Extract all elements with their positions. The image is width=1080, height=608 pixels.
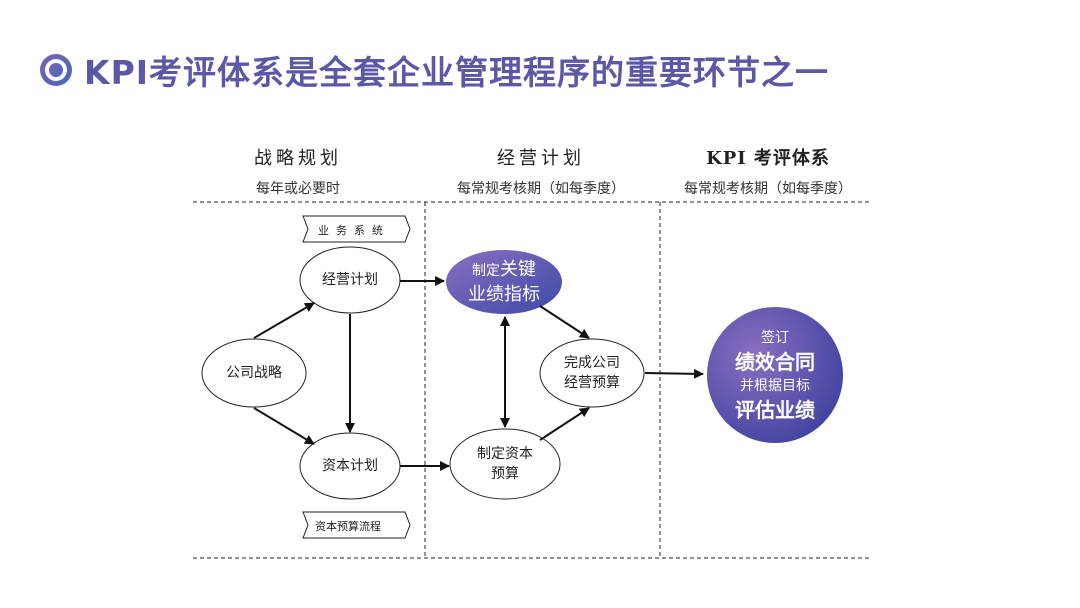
column-heading: 战略规划: [254, 148, 342, 169]
final-line3: 并根据目标: [740, 378, 810, 394]
budget-line2: 经营预算: [564, 375, 620, 391]
column-subheading: 每年或必要时: [256, 181, 340, 197]
node-business-plan-label: 经营计划: [322, 272, 378, 288]
arrow-capital-budget-to-budget: [539, 407, 590, 441]
node-budget-shape: [539, 338, 645, 408]
column-subheading: 每常规考核期（如每季度）: [457, 181, 625, 197]
page-title: KPI考评体系是全套企业管理程序的重要环节之一: [40, 42, 829, 98]
target-icon: [40, 54, 72, 86]
arrow-strategy-to-capital: [253, 407, 315, 445]
column-heading: 经营计划: [497, 148, 585, 169]
node-budget-label: 完成公司 经营预算: [540, 353, 644, 393]
arrow-strategy-to-business: [253, 302, 315, 339]
node-final-shape: [707, 307, 843, 443]
node-strategy-label: 公司战略: [226, 365, 282, 381]
final-line2: 绩效合同: [735, 350, 815, 374]
column-operation-header: 经营计划 每常规考核期（如每季度）: [426, 144, 656, 198]
kpi-label-large1: 关键: [500, 259, 536, 280]
node-strategy-shape: [201, 338, 307, 408]
arrow-kpi-to-budget: [539, 305, 590, 339]
final-line4: 评估业绩: [735, 398, 815, 422]
column-heading: KPI 考评体系: [706, 148, 830, 169]
capital-budget-line1: 制定资本: [477, 446, 533, 462]
node-kpi-shape: [446, 250, 562, 314]
arrow-budget-to-final: [644, 368, 704, 379]
node-kpi-label: 制定关键 业绩指标: [446, 258, 562, 307]
budget-line1: 完成公司: [564, 355, 620, 371]
column-strategy-header: 战略规划 每年或必要时: [183, 144, 413, 198]
frame-lines: [193, 201, 870, 559]
banner-top-shape: [302, 215, 411, 243]
banner-capital-budget-process: 资本预算流程: [315, 520, 381, 533]
title-text: KPI考评体系是全套企业管理程序的重要环节之一: [84, 53, 830, 92]
column-kpi-header: KPI 考评体系 每常规考核期（如每季度）: [653, 144, 883, 198]
final-line1: 签订: [761, 330, 789, 346]
banner-business-system: 业务系统: [318, 224, 390, 237]
column-subheading: 每常规考核期（如每季度）: [684, 181, 852, 197]
node-capital-budget-shape: [449, 428, 561, 500]
node-capital-budget-label: 制定资本 预算: [450, 444, 560, 484]
kpi-label-large2: 业绩指标: [468, 284, 540, 305]
banner-bottom-shape: [302, 511, 411, 539]
node-final-label: 签订 绩效合同 并根据目标 评估业绩: [707, 326, 843, 422]
node-capital-plan-label: 资本计划: [322, 458, 378, 474]
kpi-label-small: 制定: [472, 263, 500, 279]
capital-budget-line2: 预算: [491, 466, 519, 482]
